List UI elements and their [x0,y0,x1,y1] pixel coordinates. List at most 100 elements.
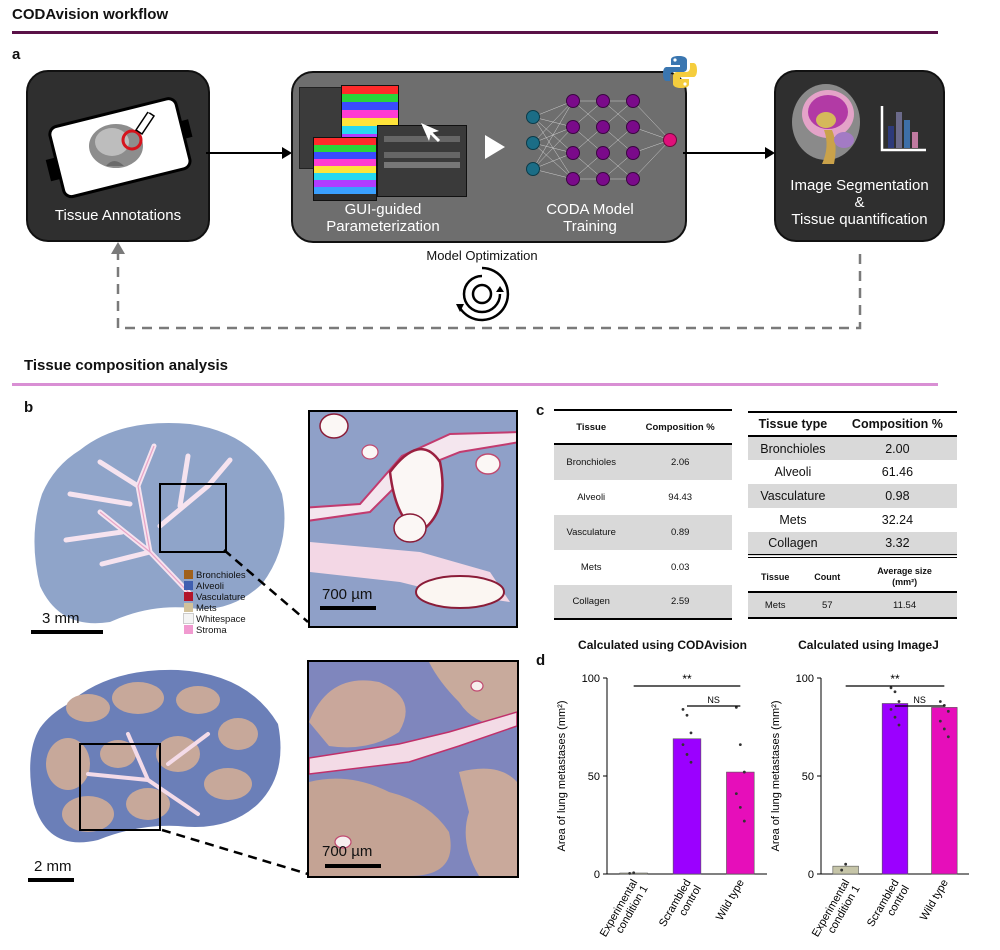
data-point [889,686,893,690]
optimization-cycle-icon [456,266,510,322]
data-point [889,707,893,711]
composition-section-title: Tissue composition analysis [24,357,228,374]
tissue-annotations-box: Tissue Annotations [26,70,210,242]
x-tick-label: Scrambledcontrol [657,878,704,936]
data-point [632,871,636,875]
legend-item-alveoli: Alveoli [184,581,246,592]
data-point [734,706,738,709]
data-point [742,770,746,774]
legend-item-mets: Mets [184,603,246,614]
training-box: GUI-guided Parameterization CODA Model T… [291,71,687,243]
significance-label: ** [682,672,692,686]
zoom-image-top [308,410,518,628]
table3-header-tissue: Tissue [760,571,790,582]
y-tick-label: 50 [802,771,814,783]
data-point [946,735,950,739]
data-point [742,819,746,823]
tissue-annotations-label: Tissue Annotations [54,207,182,224]
legend-item-vasculature: Vasculature [184,592,246,603]
lung-section-bottom [30,669,281,843]
y-tick-label: 0 [594,869,600,881]
data-point [738,805,742,809]
y-tick-label: 0 [808,869,814,881]
data-point [738,743,742,747]
segmentation-quantification-label: Image Segmentation & Tissue quantificati… [790,177,929,228]
data-point [946,709,950,713]
significance-label: NS [913,695,926,705]
lung-section-top [34,423,285,624]
data-point [942,727,946,731]
play-icon [485,135,505,159]
feedback-dashed-loop [111,242,862,330]
y-tick-label: 100 [796,673,814,685]
data-point [840,868,844,872]
data-point [685,713,689,717]
data-point [628,872,632,875]
chart-title: Calculated using ImageJ [798,638,939,652]
data-point [897,723,901,727]
panel-label-c: c [536,402,545,419]
table2-header-composition: Composition % [851,417,943,431]
tissue-legend: Bronchioles Alveoli Vasculature Mets Whi… [183,570,246,636]
data-point [893,715,897,719]
table3-header-average-size: Average size(mm²) [877,565,932,587]
bar [832,865,859,875]
x-tick-label: Experimentalcondition 1 [598,878,651,946]
bar-chart-icon [880,106,926,152]
y-tick-label: 100 [582,673,600,685]
panel-label-a: a [12,46,21,63]
y-tick-label: 50 [588,771,600,783]
chart-title: Calculated using CODAvision [578,638,747,652]
scale-label-top: 3 mm [42,610,80,627]
model-optimization-label: Model Optimization [426,248,538,263]
data-point [689,731,693,735]
x-tick-label: Experimentalcondition 1 [810,878,863,946]
zoom-image-bottom [307,660,519,878]
workflow-section-title: CODAvision workflow [12,6,169,23]
neural-network-icon [526,94,677,186]
y-axis-label: Area of lung metastases (mm²) [556,701,568,852]
scale-bar-top [31,630,103,634]
panel-label-d: d [536,652,546,669]
legend-item-stroma: Stroma [184,625,246,636]
data-point [938,700,942,703]
significance-label: NS [707,695,720,705]
x-tick-label: Wild type [918,878,951,923]
data-point [844,862,848,866]
arrow-to-gui [206,147,292,159]
table1-header-tissue: Tissue [576,421,607,433]
data-point [897,700,901,703]
data-point [734,792,738,796]
workflow-divider [12,31,938,34]
scale-label-bottom: 2 mm [34,858,72,875]
x-tick-label: Wild type [714,878,747,923]
significance-label: ** [890,672,900,686]
zoom-connector-bottom [161,828,309,876]
scale-bar-top-zoom [320,606,376,610]
segmentation-box: Image Segmentation & Tissue quantificati… [774,70,945,242]
data-point [689,760,693,764]
legend-item-bronchioles: Bronchioles [184,570,246,581]
scale-label-top-zoom: 700 µm [322,586,373,603]
table2-header-tissue-type: Tissue type [758,417,828,431]
model-training-label: CODA Model Training [546,201,634,235]
legend-item-whitespace: Whitespace [183,613,246,625]
x-tick-label: Scrambledcontrol [865,878,912,936]
gui-parameterization-label: GUI-guided Parameterization [326,201,440,235]
gui-screenshot [293,85,468,201]
panel-label-b: b [24,399,34,416]
y-axis-label: Area of lung metastases (mm²) [770,701,782,852]
